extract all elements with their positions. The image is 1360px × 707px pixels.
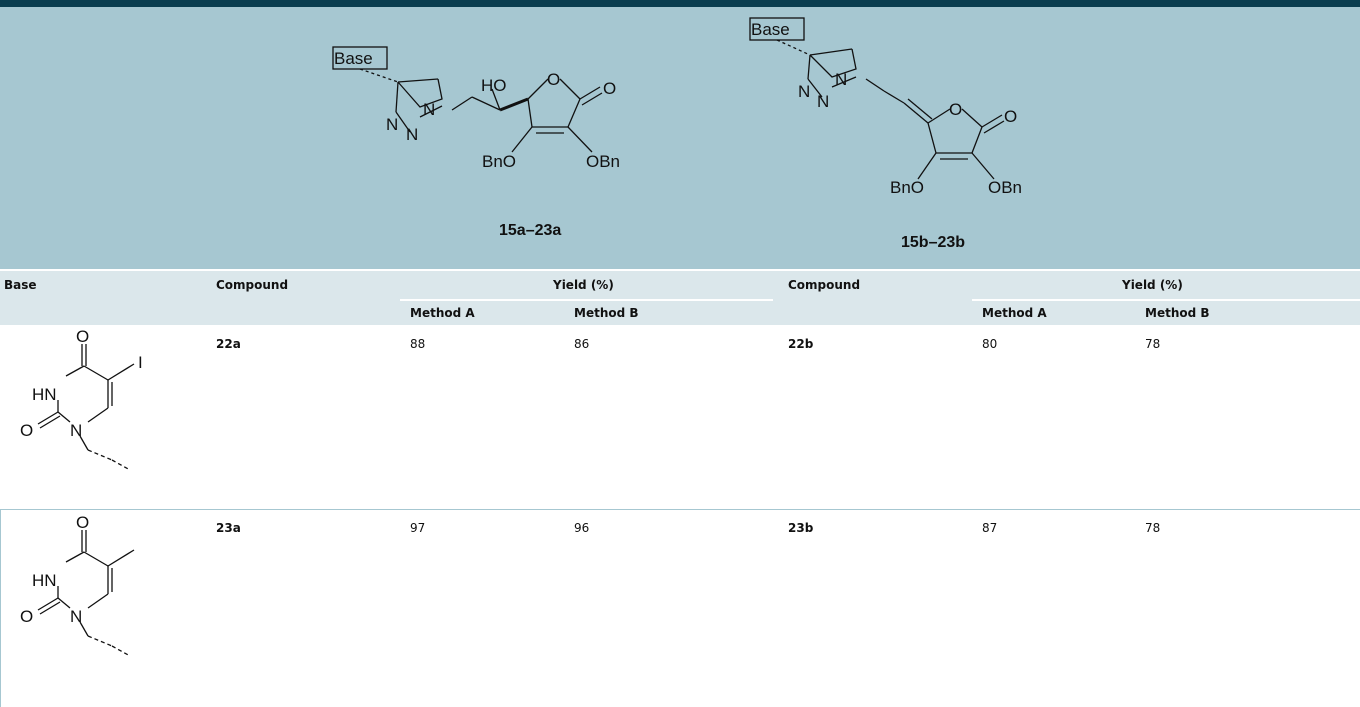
atom-bno-b: BnO <box>890 178 924 197</box>
atom-ho-a: HO <box>481 76 507 95</box>
atom-obn-a: OBn <box>586 152 620 171</box>
header-method-b-1: Method B <box>574 306 639 320</box>
atom-carbonyl-o-a: O <box>603 79 616 98</box>
base-structure-thymine: O HN O N <box>20 513 135 657</box>
atom-o-top-1: O <box>76 327 89 346</box>
yield-a-underline <box>400 299 773 301</box>
atom-o-bottom-1: O <box>20 421 33 440</box>
atom-n-1: N <box>70 421 82 440</box>
atom-o-top-2: O <box>76 513 89 532</box>
atom-carbonyl-o-b: O <box>1004 107 1017 126</box>
header-method-b-2: Method B <box>1145 306 1210 320</box>
structure-b-bonds <box>749 17 1005 180</box>
yield-b-underline <box>972 299 1360 301</box>
row-2-yield-a-method-b: 96 <box>574 521 590 535</box>
atom-n3-b: N <box>817 92 829 111</box>
scheme-drawing: Base N N N HO O O BnO OBn 15a–23a <box>332 17 1022 251</box>
atom-obn-b: OBn <box>988 178 1022 197</box>
header-method-a-1: Method A <box>410 306 475 320</box>
atom-hn-1: HN <box>32 385 57 404</box>
atom-o-bottom-2: O <box>20 607 33 626</box>
results-table: Base Compound Yield (%) Compound Yield (… <box>0 271 1360 707</box>
base-box-label-b: Base <box>751 20 790 39</box>
atom-hn-2: HN <box>32 571 57 590</box>
compound-label-a: 15a–23a <box>499 222 561 239</box>
header-method-a-2: Method A <box>982 306 1047 320</box>
header-base: Base <box>4 278 37 292</box>
header-yield-a: Yield (%) <box>553 278 614 292</box>
atom-n1-b: N <box>835 70 847 89</box>
atom-n2-a: N <box>386 115 398 134</box>
atom-n3-a: N <box>406 125 418 144</box>
row-2-compound-a: 23a <box>216 521 241 535</box>
left-table-edge <box>0 510 1 707</box>
row-1-yield-a-method-a: 88 <box>410 337 426 351</box>
atom-n1-a: N <box>423 100 435 119</box>
scheme-panel: Base N N N HO O O BnO OBn 15a–23a <box>0 7 1360 271</box>
compound-label-b: 15b–23b <box>901 234 965 251</box>
header-row-1 <box>0 271 1360 299</box>
row-divider-1 <box>0 509 1360 510</box>
atom-iodine: I <box>138 353 143 372</box>
atom-ring-o-b: O <box>949 100 962 119</box>
row-2-compound-b: 23b <box>788 521 814 535</box>
row-1-yield-b-method-b: 78 <box>1145 337 1161 351</box>
row-2-yield-a-method-a: 97 <box>410 521 426 535</box>
header-compound-b: Compound <box>788 278 861 292</box>
row-2-yield-b-method-a: 87 <box>982 521 998 535</box>
structure-b-labels: Base N N N O O BnO OBn 15b–23b <box>751 20 1022 251</box>
row-1-yield-b-method-a: 80 <box>982 337 998 351</box>
row-2-yield-b-method-b: 78 <box>1145 521 1161 535</box>
row-1-yield-a-method-b: 86 <box>574 337 590 351</box>
atom-n2-b: N <box>798 82 810 101</box>
header-row-2 <box>0 299 1360 325</box>
atom-n-2: N <box>70 607 82 626</box>
base-structure-iodouracil: O HN O N I <box>20 327 143 471</box>
atom-bno-a: BnO <box>482 152 516 171</box>
structure-a-bonds <box>332 46 603 153</box>
row-1-compound-a: 22a <box>216 337 241 351</box>
base-box-label-a: Base <box>334 49 373 68</box>
title-bar <box>0 0 1360 7</box>
row-1-compound-b: 22b <box>788 337 814 351</box>
structure-a-labels: Base N N N HO O O BnO OBn 15a–23a <box>334 49 620 239</box>
header-compound-a: Compound <box>216 278 289 292</box>
atom-ring-o-a: O <box>547 70 560 89</box>
header-yield-b: Yield (%) <box>1122 278 1183 292</box>
